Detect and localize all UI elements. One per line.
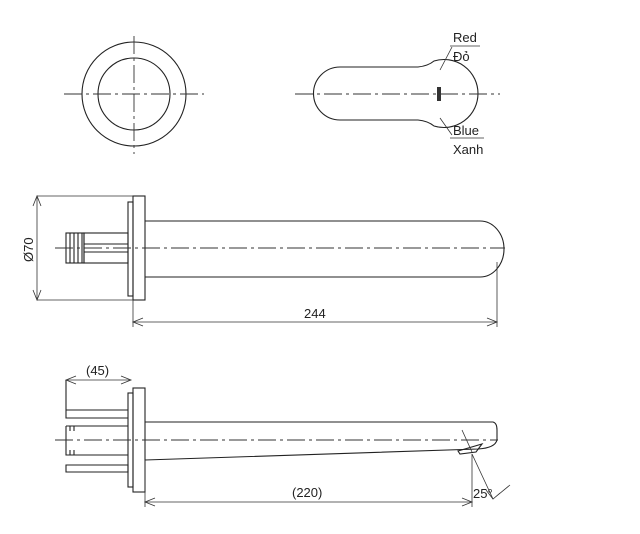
label-red: Red xyxy=(453,30,477,45)
top-view: Red Đỏ Blue Xanh xyxy=(295,30,500,157)
front-view xyxy=(64,36,204,154)
dim-spout-length: (220) xyxy=(292,485,322,500)
label-blue: Blue xyxy=(453,123,479,138)
dim-depth: (45) xyxy=(86,363,109,378)
dim-length: 244 xyxy=(304,306,326,321)
label-blue-vi: Xanh xyxy=(453,142,483,157)
dim-diameter: Ø70 xyxy=(21,237,36,262)
label-red-vi: Đỏ xyxy=(453,49,470,64)
marker-icon xyxy=(437,87,441,101)
bottom-view: (45) (220) 25° xyxy=(55,363,511,507)
dim-angle: 25° xyxy=(473,486,493,501)
side-view: Ø70 244 xyxy=(21,194,505,327)
